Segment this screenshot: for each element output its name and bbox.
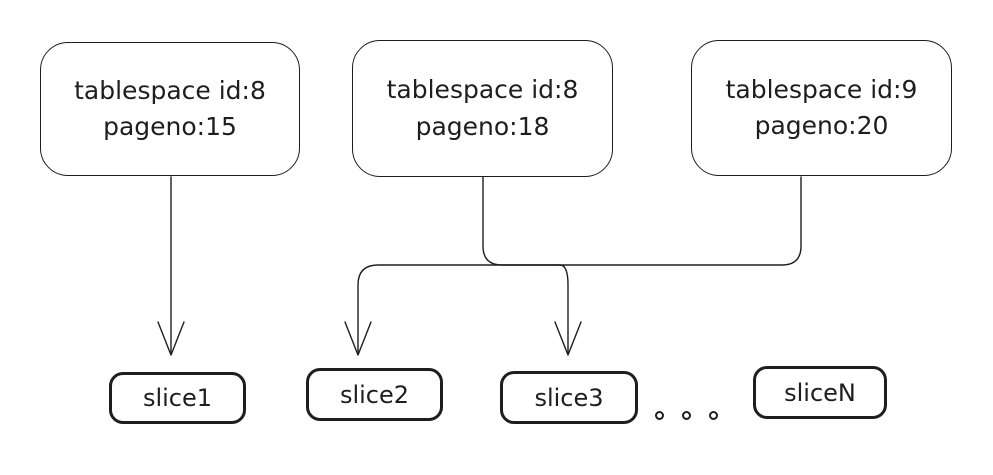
slice-box-1-label: slice1	[142, 384, 213, 412]
ellipsis-dots	[655, 411, 718, 420]
page-node-1-pageno: pageno:15	[103, 112, 237, 141]
page-node-2-pageno: pageno:18	[415, 111, 550, 141]
connector-branch	[357, 264, 561, 355]
arrowhead-slice1	[157, 321, 185, 356]
slice-box-1: slice1	[109, 372, 246, 424]
page-node-3-pageno: pageno:20	[754, 111, 889, 140]
page-node-2-tablespace: tablespace id:8	[386, 75, 579, 105]
page-node-1-tablespace: tablespace id:8	[74, 75, 266, 105]
connector-box2-down	[482, 176, 802, 266]
slice-box-n: sliceN	[753, 366, 887, 419]
slice-box-n-label: sliceN	[784, 378, 856, 407]
slice-box-2-label: slice2	[339, 380, 410, 409]
dot-2	[682, 411, 691, 420]
arrowhead-slice3	[554, 321, 582, 356]
slice-box-3: slice3	[500, 371, 638, 424]
dot-3	[709, 411, 718, 420]
connector-branch-slice3	[559, 264, 569, 355]
page-node-3: tablespace id:9 pageno:20	[691, 40, 952, 176]
page-node-3-tablespace: tablespace id:9	[725, 74, 918, 104]
slice-box-2: slice2	[306, 368, 443, 421]
arrowhead-slice2	[344, 321, 372, 356]
page-node-2: tablespace id:8 pageno:18	[352, 40, 613, 177]
dot-1	[655, 411, 664, 420]
page-node-1: tablespace id:8 pageno:15	[40, 42, 300, 176]
slice-box-3-label: slice3	[534, 383, 604, 412]
